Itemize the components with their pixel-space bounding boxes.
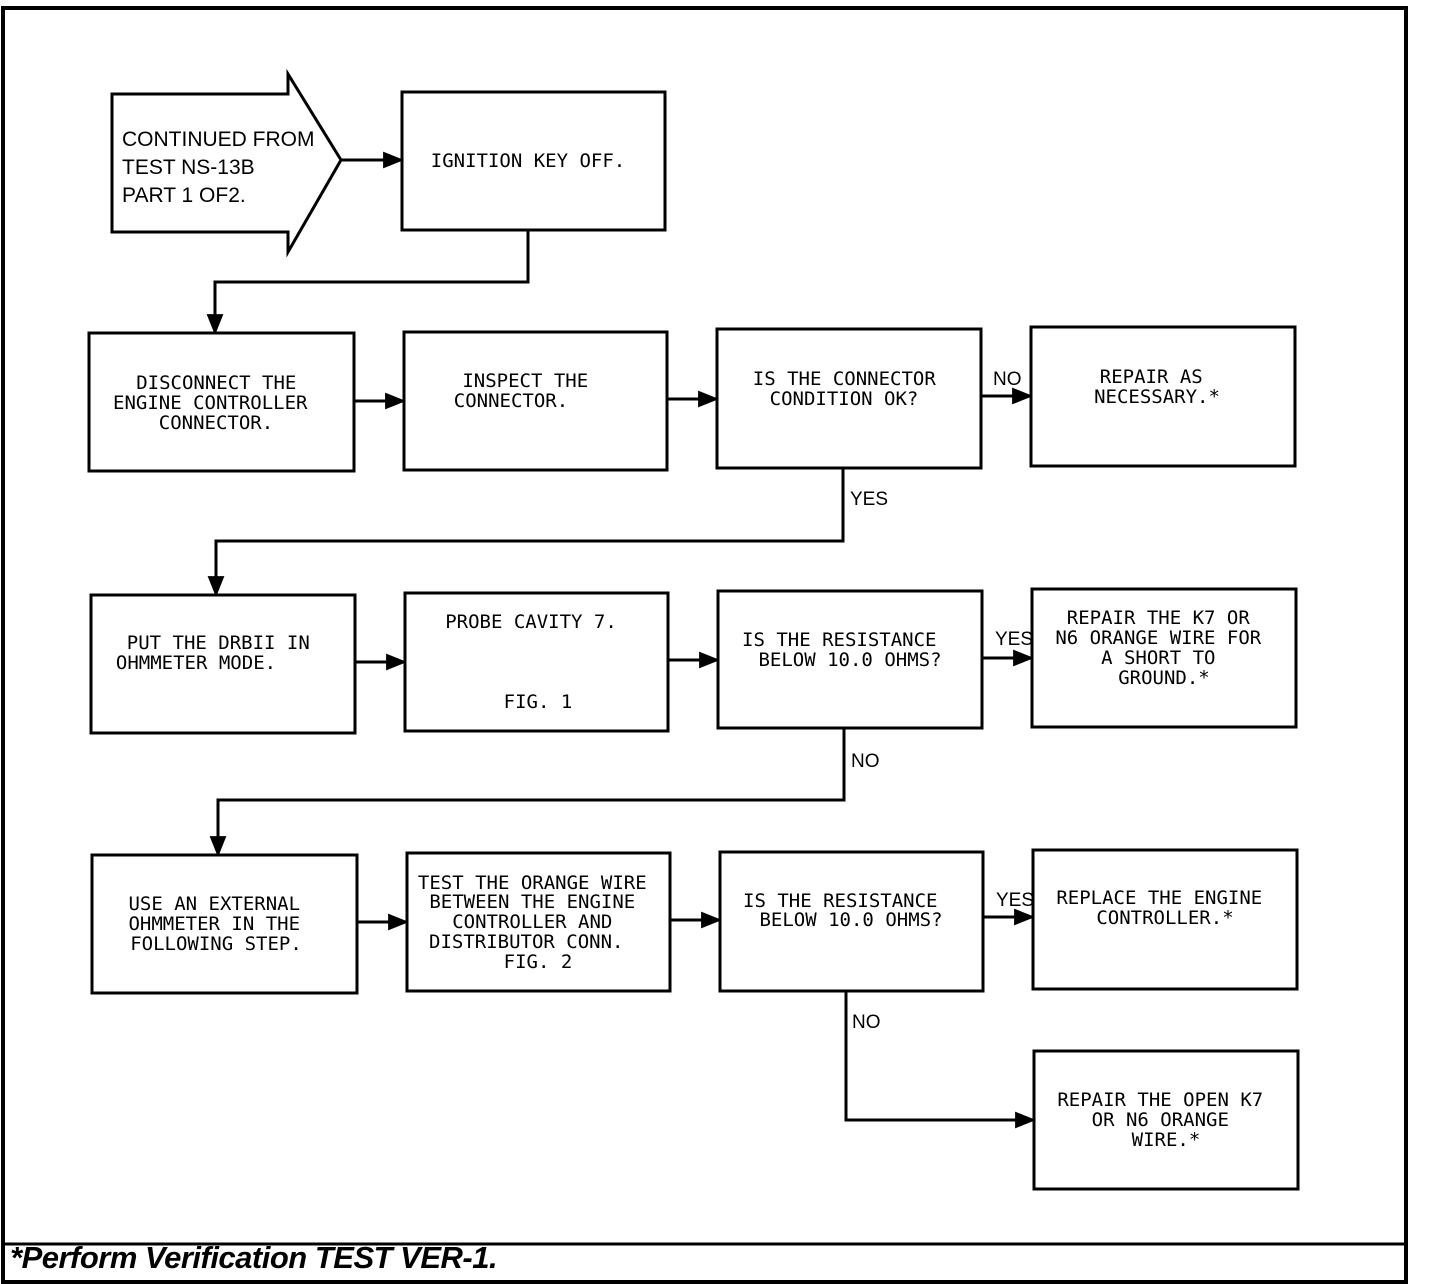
connector-resistance2-no (844, 991, 1037, 1129)
box-inspect (402, 330, 669, 472)
disconnect-text: DISCONNECT THE ENGINE CONTROLLER CONNECT… (113, 372, 319, 434)
box-connector-ok (715, 327, 983, 470)
repair-short-text: REPAIR THE K7 OR N6 ORANGE WIRE FOR A SH… (1055, 607, 1272, 689)
box-resistance-2 (718, 850, 985, 993)
start-line: TEST NS-13B (122, 156, 255, 179)
box-drbii-ohmmeter (89, 593, 357, 735)
box-repair-open (1032, 1049, 1300, 1191)
box-replace-controller (1031, 848, 1299, 991)
test-orange-wire-text: TEST THE ORANGE WIRE BETWEEN THE ENGINE … (418, 872, 658, 973)
repair-open-text: REPAIR THE OPEN K7 OR N6 ORANGE WIRE.* (1057, 1089, 1274, 1151)
replace-controller-text: REPLACE THE ENGINE CONTROLLER.* (1056, 887, 1273, 929)
outer-frame (1, 6, 1408, 1284)
box-repair-as-necessary (1029, 325, 1297, 468)
resistance-2-text: IS THE RESISTANCE BELOW 10.0 OHMS? (743, 890, 949, 931)
edge-label-connector-no: NO (993, 369, 1022, 390)
inspect-text: INSPECT THE CONNECTOR. (454, 370, 600, 412)
box-ignition-off (400, 90, 667, 232)
probe-cavity-text: PROBE CAVITY 7. (445, 611, 617, 633)
edge-label-resistance2-yes: YES (996, 890, 1034, 911)
box-probe-cavity (403, 591, 670, 733)
edge-label-connector-yes: YES (850, 489, 888, 510)
probe-cavity-fig: FIG. 1 (504, 691, 573, 713)
drbii-ohmmeter-text: PUT THE DRBII IN OHMMETER MODE. (116, 632, 321, 674)
connector-resistance1-no (209, 728, 846, 858)
box-disconnect (87, 331, 356, 473)
edge-label-resistance1-yes: YES (995, 629, 1033, 650)
start-arrow-shape (110, 68, 343, 258)
edge-label-resistance2-no: NO (852, 1012, 881, 1033)
repair-as-necessary-text: REPAIR AS NECESSARY.* (1094, 366, 1220, 408)
start-line: PART 1 OF2. (122, 184, 246, 207)
connector-ok-text: IS THE CONNECTOR CONDITION OK? (753, 368, 947, 410)
edge-label-resistance1-no: NO (851, 751, 880, 772)
box-test-orange-wire (405, 851, 672, 993)
resistance-1-text: IS THE RESISTANCE BELOW 10.0 OHMS? (742, 629, 948, 671)
connector-question-yes (207, 468, 845, 598)
start-line: CONTINUED FROM (122, 128, 315, 151)
ignition-off-text: IGNITION KEY OFF. (431, 150, 625, 172)
box-repair-short (1030, 587, 1298, 729)
box-resistance-1 (716, 589, 984, 730)
start-arrow-text: CONTINUED FROM TEST NS-13B PART 1 OF2. (122, 128, 320, 207)
connector-ignition-to-disconnect (206, 230, 530, 336)
box-external-ohmmeter (90, 853, 359, 995)
external-ohmmeter-text: USE AN EXTERNAL OHMMETER IN THE FOLLOWIN… (128, 893, 311, 955)
footer-note: *Perform Verification TEST VER-1. (10, 1240, 498, 1275)
